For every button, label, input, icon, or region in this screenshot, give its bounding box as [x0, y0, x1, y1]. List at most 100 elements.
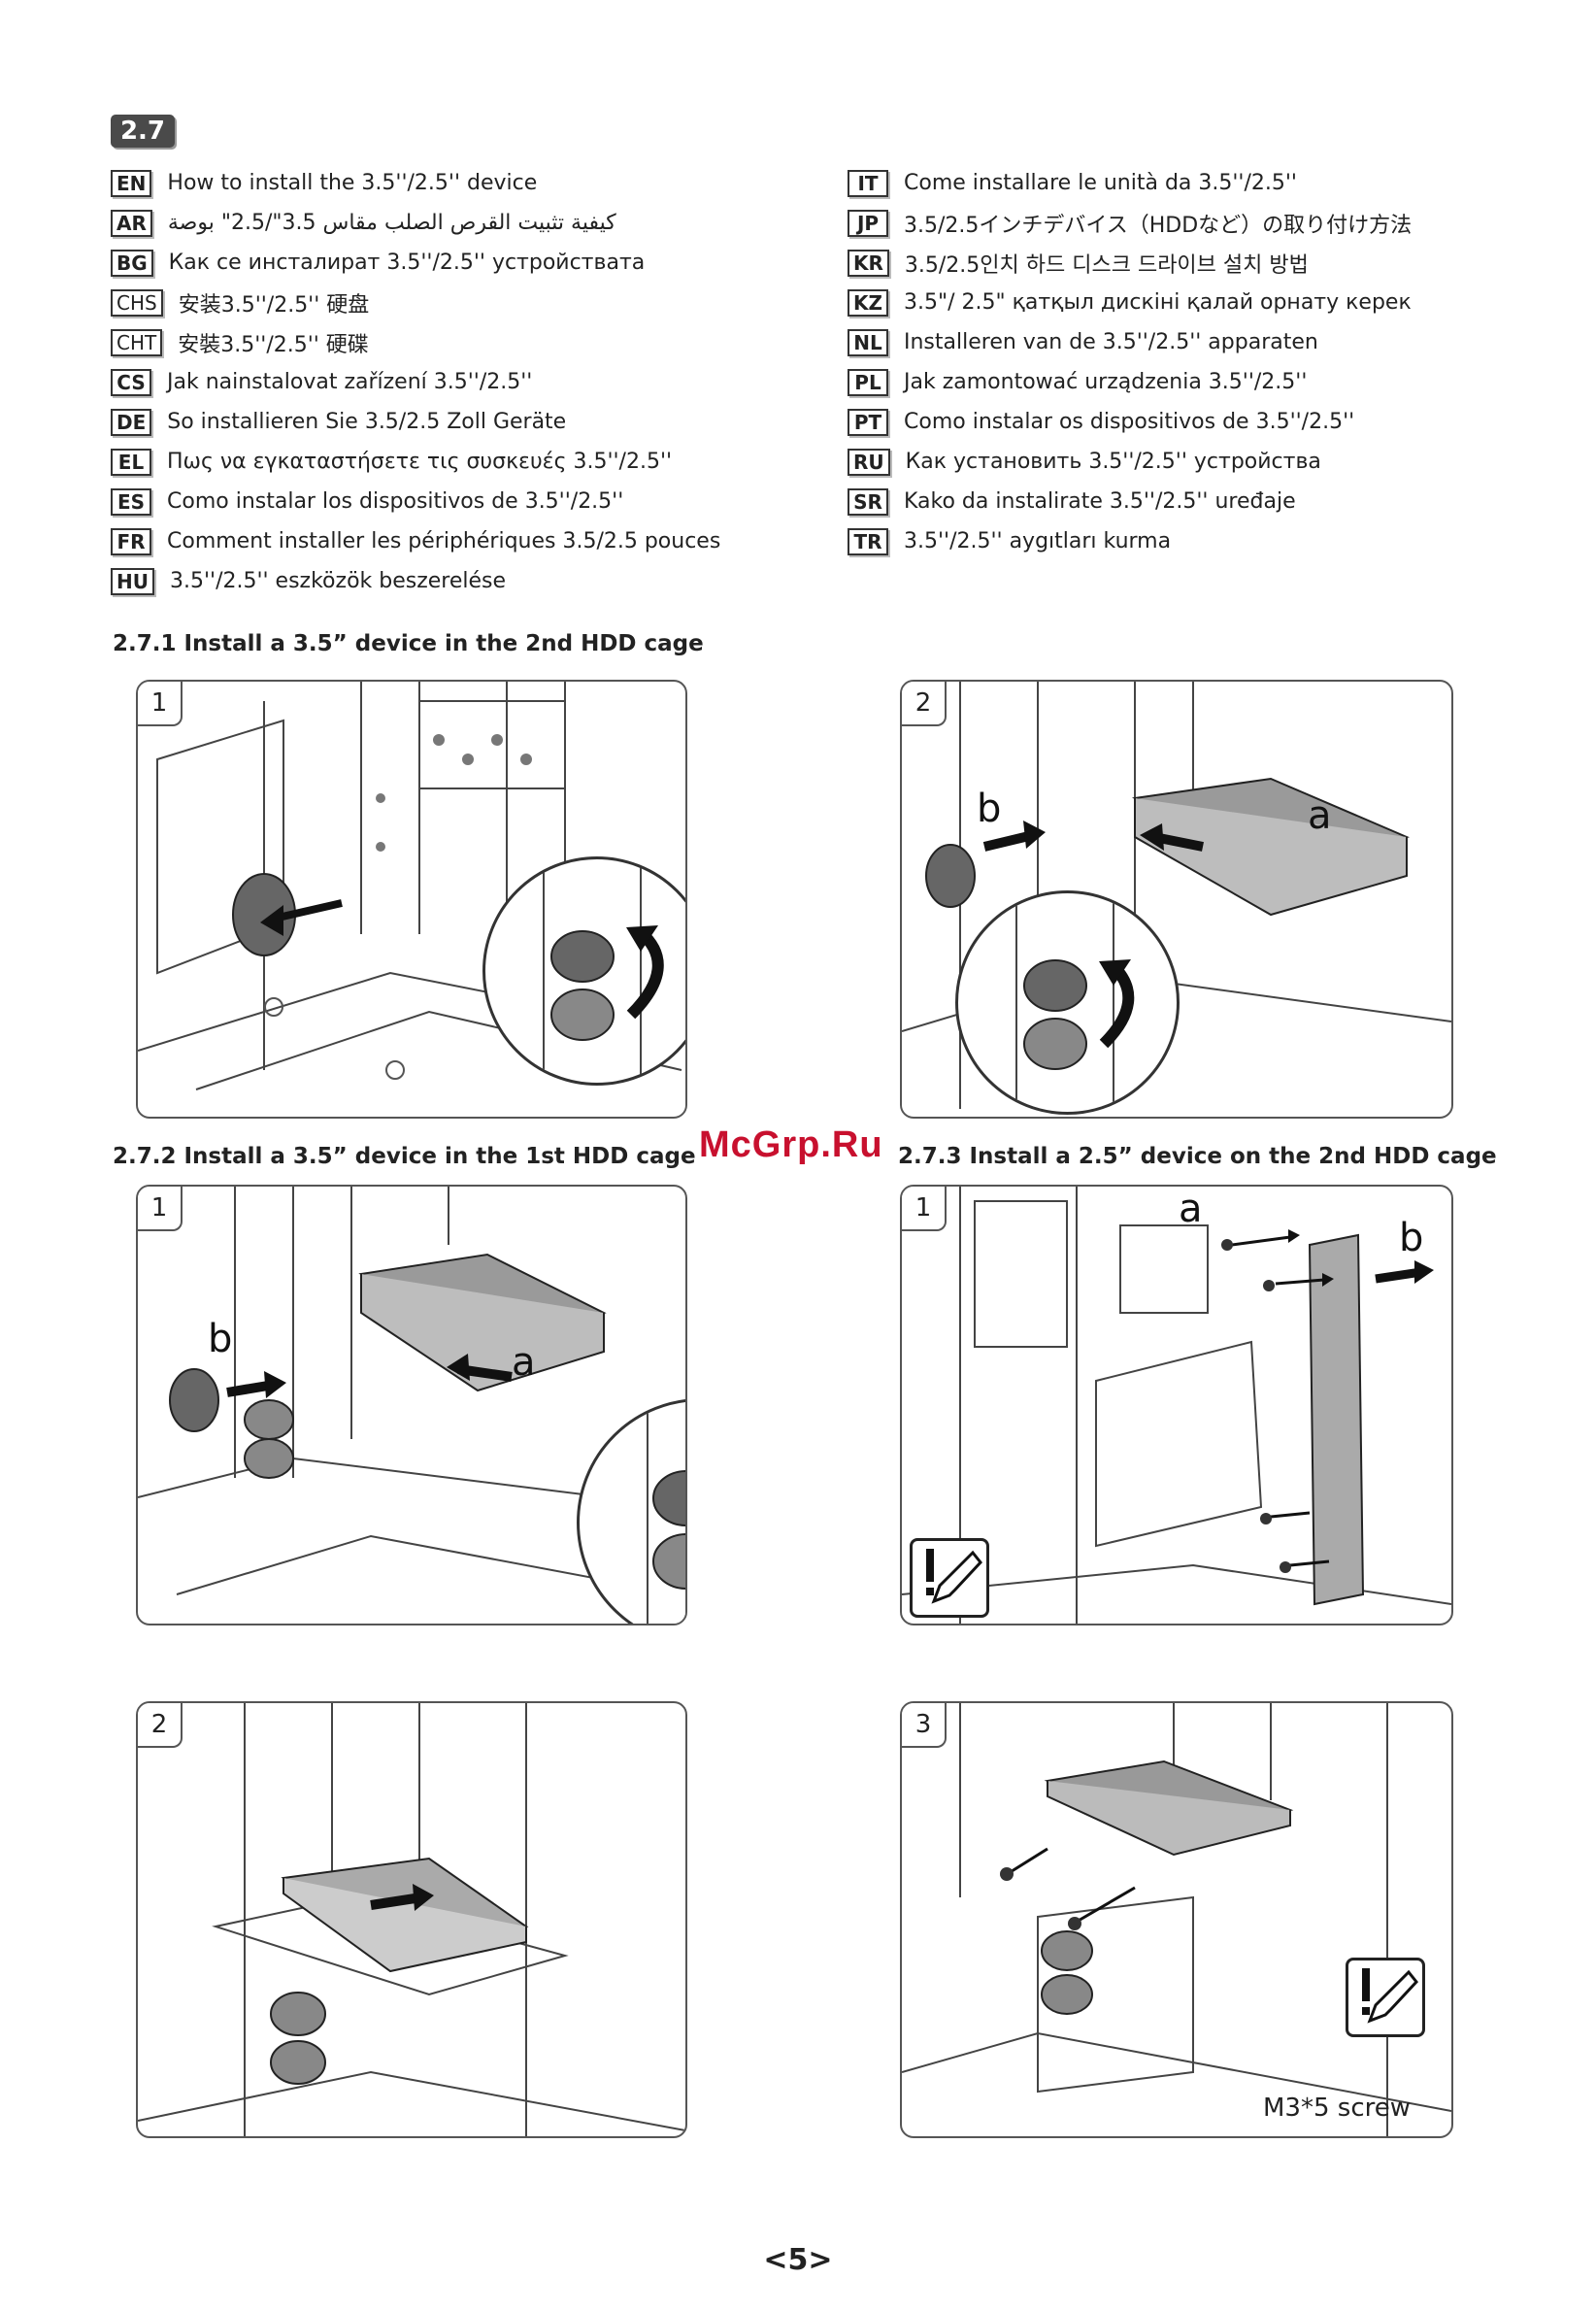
lang-title: So installieren Sie 3.5/2.5 Zoll Geräte: [167, 410, 567, 434]
lang-row-ar: AR كيفية تثبيت القرص الصلب مقاس 3.5"/2.5"…: [111, 203, 720, 243]
screwdriver-warning-drawing: [1362, 1968, 1418, 2024]
zoom-detail-circle: [955, 890, 1180, 1115]
section-number-badge: 2.7: [111, 115, 175, 148]
lang-code: JP: [848, 209, 888, 237]
lang-row-jp: JP 3.5/2.5インチデバイス（HDDなど）の取り付け方法: [848, 203, 1412, 243]
lang-row-pt: PT Como instalar os dispositivos de 3.5''…: [848, 402, 1412, 442]
lang-row-es: ES Como instalar los dispositivos de 3.5'…: [111, 482, 720, 521]
lang-code: TR: [848, 527, 888, 555]
case-line-drawing: [902, 682, 1451, 1109]
lang-row-el: EL Πως να εγκαταστήσετε τις συσκευές 3.5'…: [111, 442, 720, 482]
callout-b: b: [977, 787, 1002, 831]
illustration-2-7-1-step-1: 1: [136, 680, 687, 1119]
lang-row-chs: CHS 安装3.5''/2.5'' 硬盘: [111, 283, 720, 322]
lang-code: FR: [111, 527, 151, 555]
lang-title: 3.5/2.5インチデバイス（HDDなど）の取り付け方法: [904, 213, 1413, 238]
lang-code: CS: [111, 368, 151, 396]
lang-code: ES: [111, 487, 151, 516]
lang-code: SR: [848, 487, 888, 516]
screwdriver-warning-icon: [1346, 1958, 1425, 2037]
screw-size-label: M3*5 screw: [1263, 2094, 1412, 2123]
callout-a: a: [1308, 793, 1332, 838]
callout-a: a: [1179, 1187, 1203, 1231]
lang-title: How to install the 3.5''/2.5'' device: [167, 171, 538, 195]
lang-row-bg: BG Как се инсталират 3.5''/2.5'' устройст…: [111, 243, 720, 283]
case-line-drawing: [138, 1187, 685, 1595]
illustration-2-7-2-step-2: 2: [136, 1701, 687, 2138]
callout-b: b: [1399, 1216, 1424, 1260]
lang-row-tr: TR 3.5''/2.5'' aygıtları kurma: [848, 521, 1412, 561]
lang-row-pl: PL Jak zamontować urządzenia 3.5''/2.5'': [848, 362, 1412, 402]
illustration-2-7-3-step-1: 1 a b: [900, 1185, 1453, 1625]
illustration-2-7-1-step-2: 2 b a: [900, 680, 1453, 1119]
lang-title: 安装3.5''/2.5'' 硬盘: [178, 292, 370, 318]
lang-title: Come installare le unità da 3.5''/2.5'': [904, 171, 1297, 195]
case-line-drawing: [138, 1703, 685, 2136]
subsection-heading-2-7-3: 2.7.3 Install a 2.5” device on the 2nd H…: [898, 1144, 1497, 1169]
lang-code: AR: [111, 209, 152, 237]
page-number: <5>: [763, 2243, 833, 2277]
zoom-detail-circle: [482, 856, 685, 1086]
zoom-detail-circle: [577, 1398, 685, 1624]
lang-row-en: EN How to install the 3.5''/2.5'' device: [111, 163, 720, 203]
lang-row-cs: CS Jak nainstalovat zařízení 3.5''/2.5'': [111, 362, 720, 402]
lang-code: EN: [111, 169, 152, 197]
zoom-detail-drawing: [543, 859, 664, 1083]
lang-title: 安裝3.5''/2.5'' 硬碟: [178, 332, 369, 357]
subsection-heading-2-7-2: 2.7.2 Install a 3.5” device in the 1st H…: [113, 1144, 696, 1169]
callout-a: a: [512, 1340, 536, 1385]
lang-row-nl: NL Installeren van de 3.5''/2.5'' apparat…: [848, 322, 1412, 362]
lang-code: RU: [848, 448, 890, 476]
lang-title: Kako da instalirate 3.5''/2.5'' uređaje: [904, 489, 1296, 514]
zoom-detail-drawing: [1015, 893, 1135, 1112]
lang-code: CHS: [111, 288, 163, 317]
callout-b: b: [208, 1317, 233, 1361]
lang-title: Jak nainstalovat zařízení 3.5''/2.5'': [167, 370, 533, 394]
lang-row-kr: KR 3.5/2.5인치 하드 디스크 드라이브 설치 방법: [848, 243, 1412, 283]
lang-row-ru: RU Как установить 3.5''/2.5'' устройства: [848, 442, 1412, 482]
lang-title: Как установить 3.5''/2.5'' устройства: [905, 450, 1321, 474]
screwdriver-warning-drawing: [926, 1549, 982, 1604]
lang-title: Jak zamontować urządzenia 3.5''/2.5'': [904, 370, 1308, 394]
lang-row-sr: SR Kako da instalirate 3.5''/2.5'' uređaj…: [848, 482, 1412, 521]
lang-code: PT: [848, 408, 888, 436]
step-number: 2: [902, 682, 947, 726]
watermark-logo: McGrp.Ru: [699, 1124, 883, 1165]
step-number: 3: [902, 1703, 947, 1748]
case-line-drawing: [902, 1187, 1451, 1624]
lang-title: Installeren van de 3.5''/2.5'' apparaten: [904, 330, 1318, 354]
lang-code: PL: [848, 368, 888, 396]
lang-title: 3.5''/2.5'' aygıtları kurma: [904, 529, 1172, 553]
illustration-2-7-2-step-1: 1 b a: [136, 1185, 687, 1625]
step-number: 2: [138, 1703, 183, 1748]
lang-title: Как се инсталират 3.5''/2.5'' устройства…: [168, 251, 646, 275]
lang-title: Comment installer les périphériques 3.5/…: [167, 529, 721, 553]
screwdriver-warning-icon: [910, 1538, 989, 1618]
case-line-drawing: [902, 1703, 1451, 2136]
illustration-2-7-3-step-3: 3 M3*5 screw: [900, 1701, 1453, 2138]
lang-title: 3.5/2.5인치 하드 디스크 드라이브 설치 방법: [904, 252, 1309, 278]
lang-code: HU: [111, 567, 154, 595]
lang-code: EL: [111, 448, 151, 476]
lang-code: BG: [111, 249, 153, 277]
zoom-detail-drawing: [647, 1401, 685, 1624]
lang-code: KR: [848, 249, 889, 277]
lang-title: 3.5''/2.5'' eszközök beszerelése: [169, 569, 507, 593]
lang-title: كيفية تثبيت القرص الصلب مقاس 3.5"/2.5" ب…: [167, 211, 616, 235]
step-number: 1: [902, 1187, 947, 1231]
subsection-heading-2-7-1: 2.7.1 Install a 3.5” device in the 2nd H…: [113, 631, 704, 656]
lang-code: NL: [848, 328, 888, 356]
lang-title: Πως να εγκαταστήσετε τις συσκευές 3.5''/…: [167, 450, 673, 474]
lang-title: Como instalar os dispositivos de 3.5''/2…: [904, 410, 1355, 434]
lang-row-fr: FR Comment installer les périphériques 3.…: [111, 521, 720, 561]
step-number: 1: [138, 1187, 183, 1231]
lang-row-hu: HU 3.5''/2.5'' eszközök beszerelése: [111, 561, 720, 601]
lang-code: KZ: [848, 288, 888, 317]
lang-title: Como instalar los dispositivos de 3.5''/…: [167, 489, 624, 514]
